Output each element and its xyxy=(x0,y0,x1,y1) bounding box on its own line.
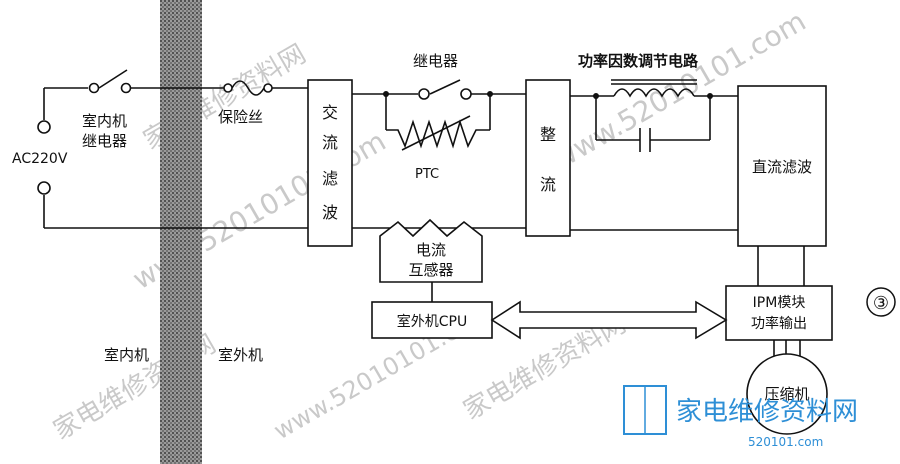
figure-number: ③ xyxy=(873,293,889,314)
indoor-outdoor-divider xyxy=(160,0,202,464)
terminals xyxy=(37,82,472,195)
ptc-label: PTC xyxy=(415,167,439,182)
pfc-label: 功率因数调节电路 xyxy=(578,52,699,70)
relay-contact-icon xyxy=(460,88,472,100)
ac-filter-label: 交 xyxy=(322,103,338,122)
logo-url: 520101.com xyxy=(748,435,823,449)
terminal-n xyxy=(37,181,51,195)
compressor-label: 压缩机 xyxy=(764,385,809,403)
indoor-label: 室内机 xyxy=(104,346,149,364)
current-transformer-block xyxy=(379,218,483,283)
outdoor-label: 室外机 xyxy=(218,346,263,364)
ac-filter-label: 波 xyxy=(322,203,338,222)
ipm-label: 功率输出 xyxy=(751,315,807,332)
rectifier-label: 整 xyxy=(540,125,556,144)
rectifier-block xyxy=(525,79,571,237)
compressor-icon xyxy=(746,353,828,435)
indoor-relay-label: 继电器 xyxy=(82,132,127,150)
indoor-relay-label: 室内机 xyxy=(82,112,127,130)
terminal-l xyxy=(37,120,51,134)
current-transformer-label: 电流 xyxy=(416,241,446,259)
ac-filter-label: 滤 xyxy=(322,169,338,188)
dc-filter-block xyxy=(737,85,827,247)
cpu-ipm-arrow-icon xyxy=(490,300,728,340)
rectifier-label: 流 xyxy=(540,175,556,194)
blocks xyxy=(307,79,833,435)
fuse-label: 保险丝 xyxy=(218,108,263,126)
outdoor-cpu-label: 室外机CPU xyxy=(397,313,467,330)
outdoor-cpu-block xyxy=(371,301,493,339)
ac-filter-block xyxy=(307,79,353,247)
junction-dots xyxy=(383,91,713,99)
figure-number-circle xyxy=(866,287,896,317)
source-label: AC220V xyxy=(12,151,68,167)
fuse-terminal-icon xyxy=(263,83,273,93)
relay-contact-icon xyxy=(418,88,430,100)
switch-contact-icon xyxy=(88,82,100,94)
logo-text: 家电维修资料网 xyxy=(676,397,858,427)
site-logo: 家电维修资料网 520101.com xyxy=(623,385,858,449)
ipm-block xyxy=(725,285,833,341)
dc-filter-label: 直流滤波 xyxy=(752,158,812,176)
current-transformer-label: 互感器 xyxy=(408,261,453,279)
ac-filter-label: 流 xyxy=(322,133,338,152)
relay-label: 继电器 xyxy=(413,52,458,70)
fuse-terminal-icon xyxy=(223,83,233,93)
ipm-label: IPM模块 xyxy=(753,295,806,311)
switch-contact-icon xyxy=(120,82,132,94)
